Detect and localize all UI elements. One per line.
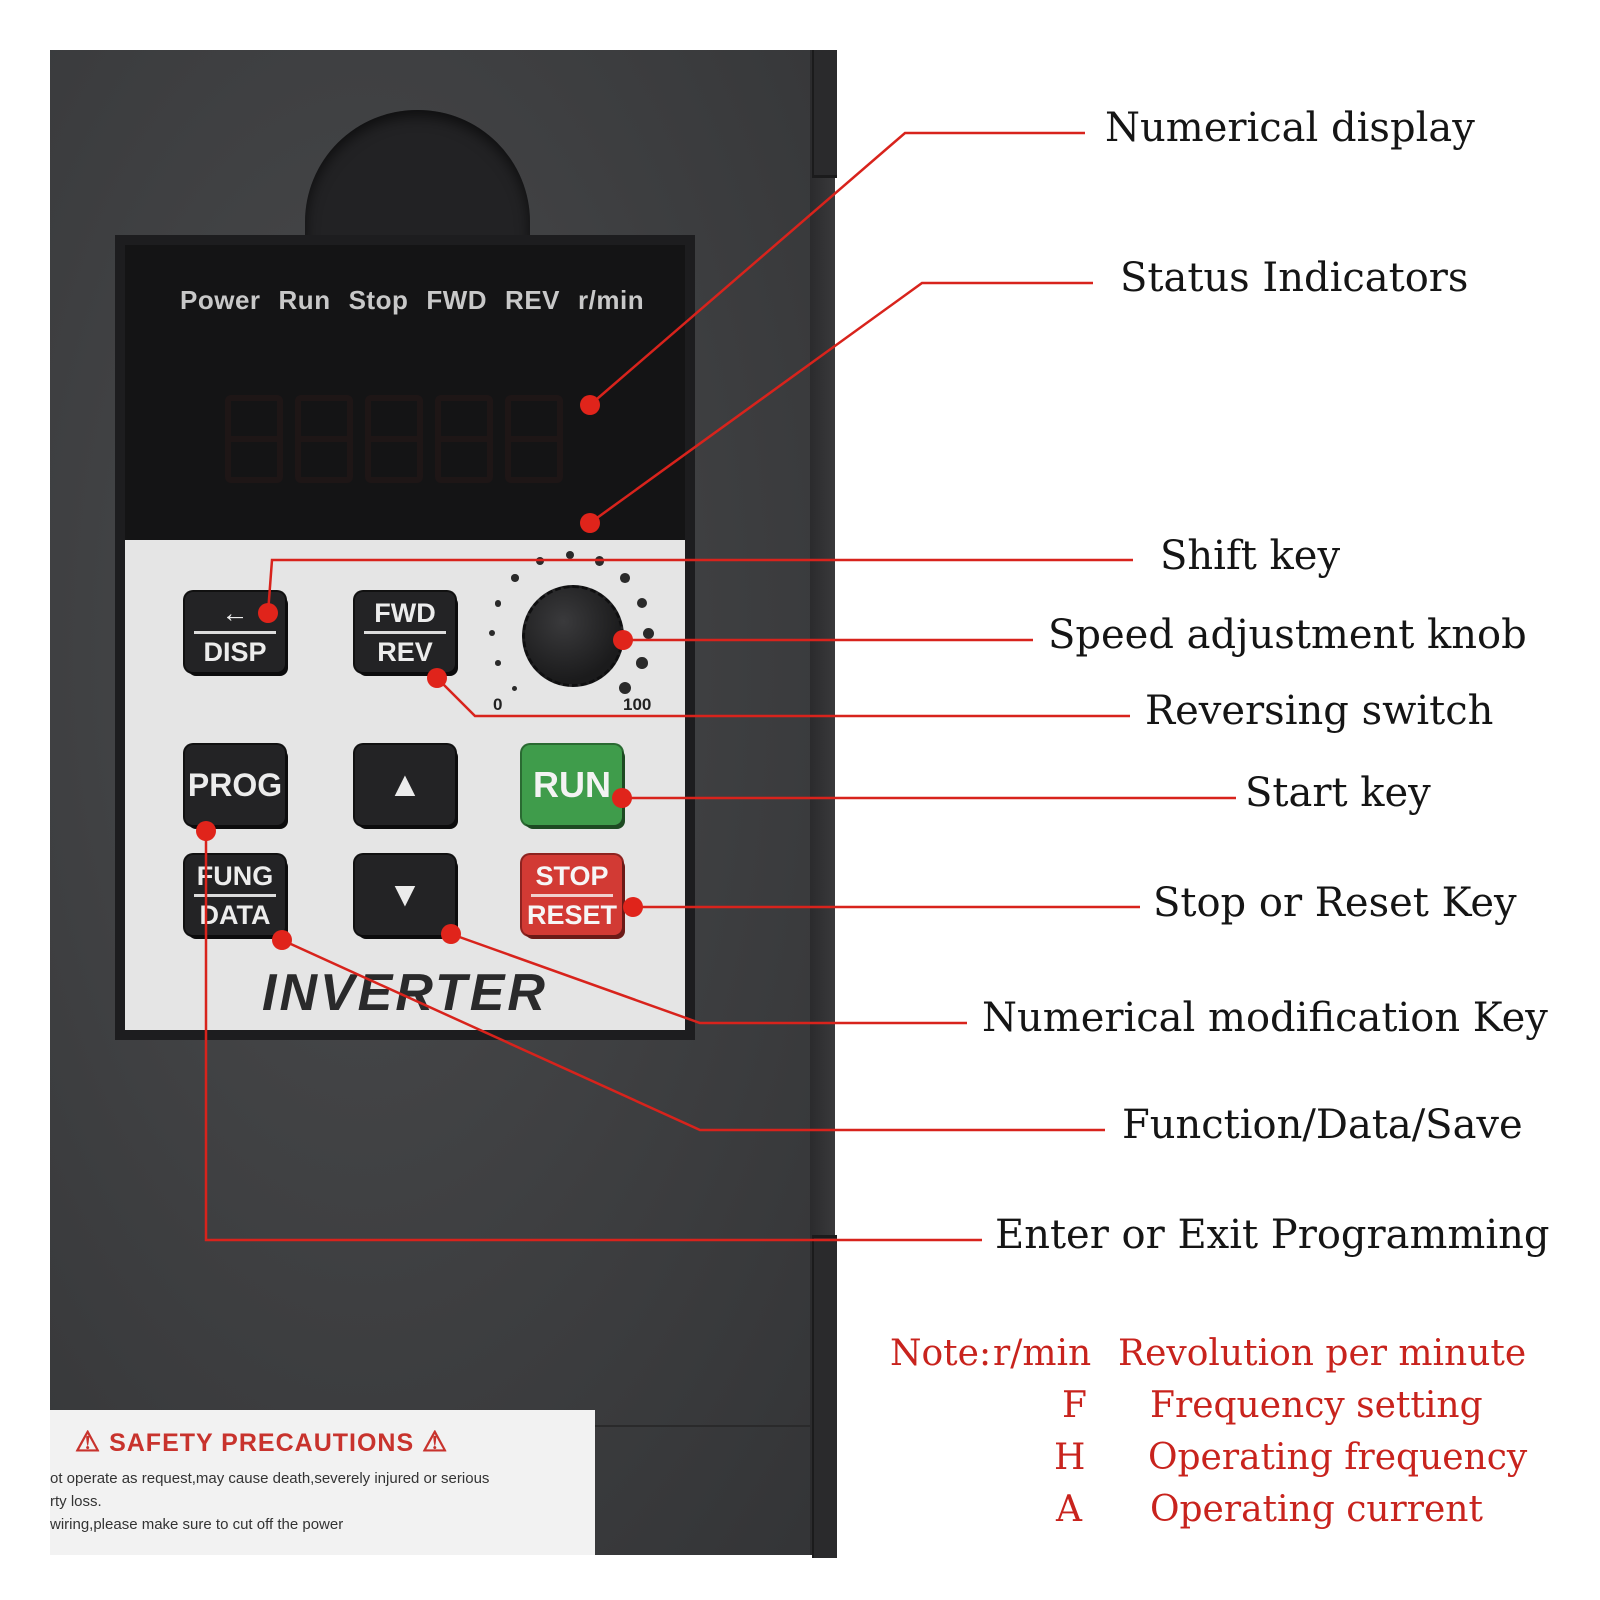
warning-icon: ⚠ [75,1426,102,1457]
label-speed-knob: Speed adjustment knob [1048,612,1527,658]
seven-segment-display [225,395,585,490]
brand-label: INVERTER [262,964,548,1022]
fung-data-key[interactable]: FUNG DATA [185,855,285,935]
rev-key-label: REV [377,636,433,667]
status-rev-label: REV [505,285,561,315]
display-digit [295,395,353,483]
disp-shift-key[interactable]: ← DISP [185,592,285,672]
run-key-label: RUN [533,764,611,805]
knob-scale-dot [511,574,519,582]
label-enter-exit-programming: Enter or Exit Programming [995,1212,1550,1258]
knob-scale-dot [494,599,502,607]
display-digit [225,395,283,483]
safety-text-line: wiring,please make sure to cut off the p… [50,1516,344,1533]
knob-min-label: 0 [493,695,503,714]
display-area: Power Run Stop FWD REV r/min [125,245,685,540]
knob-scale-dot [636,657,648,669]
note-meaning-h: Operating frequency [1148,1437,1528,1478]
label-start-key: Start key [1245,770,1431,816]
status-power-label: Power [180,285,261,315]
housing-top-notch [812,50,837,178]
key-divider [364,630,446,634]
prog-key-label: PROG [187,767,283,803]
knob-max-label: 100 [623,695,652,714]
status-fwd-label: FWD [426,285,488,315]
speed-knob[interactable] [522,585,624,687]
stop-reset-key[interactable]: STOP RESET [522,855,622,935]
label-numerical-modification-key: Numerical modification Key [982,995,1548,1041]
note-symbol-h: H [1054,1437,1086,1478]
label-stop-reset-key: Stop or Reset Key [1153,880,1517,926]
knob-scale-dot [642,627,654,639]
safety-title: ⚠ SAFETY PRECAUTIONS ⚠ [75,1425,448,1458]
fung-key-label: FUNG [196,860,274,891]
down-key[interactable]: ▼ [355,855,455,935]
note-symbol-rmin: r/min [993,1333,1092,1374]
label-function-data-save: Function/Data/Save [1122,1102,1523,1148]
label-numerical-display: Numerical display [1105,105,1475,151]
prog-key[interactable]: PROG [185,745,285,825]
status-run-label: Run [278,285,331,315]
knob-scale-dot [620,572,631,583]
display-digit [365,395,423,483]
safety-text-line: ot operate as request,may cause death,se… [50,1470,490,1487]
stop-key-label: STOP [535,860,609,891]
up-arrow-icon: ▲ [387,765,423,804]
knob-scale-dot [488,629,496,637]
safety-text-line: rty loss. [50,1493,102,1510]
display-digit [505,395,563,483]
safety-title-text: SAFETY PRECAUTIONS [109,1429,415,1457]
note-symbol-a: A [1056,1489,1082,1530]
reset-key-label: RESET [526,899,618,930]
fwd-rev-key[interactable]: FWD REV [355,592,455,672]
knob-scale-dot [565,550,575,560]
knob-scale-dot [495,660,501,666]
note-meaning-a: Operating current [1150,1489,1483,1530]
safety-sticker: ⚠ SAFETY PRECAUTIONS ⚠ ot operate as req… [50,1410,595,1555]
display-digit [435,395,493,483]
label-status-indicators: Status Indicators [1120,255,1469,301]
status-indicator-labels: Power Run Stop FWD REV r/min [180,285,662,316]
shift-arrow-icon: ← [221,597,249,628]
housing-bottom-notch [812,1235,837,1558]
note-prefix: Note: [890,1333,992,1374]
warning-icon: ⚠ [422,1426,449,1457]
note-meaning-f: Frequency setting [1150,1385,1483,1426]
label-shift-key: Shift key [1160,533,1341,579]
key-divider [194,630,276,634]
fwd-key-label: FWD [374,597,436,628]
up-key[interactable]: ▲ [355,745,455,825]
status-rmin-label: r/min [578,285,645,315]
key-divider [194,893,276,897]
knob-scale-dot [595,556,605,566]
key-divider [531,893,613,897]
label-reversing-switch: Reversing switch [1145,688,1494,734]
disp-key-label: DISP [203,636,267,667]
data-key-label: DATA [199,899,271,930]
note-symbol-f: F [1062,1385,1087,1426]
run-key[interactable]: RUN [522,745,622,825]
status-stop-label: Stop [348,285,409,315]
note-meaning-rmin: Revolution per minute [1118,1333,1527,1374]
down-arrow-icon: ▼ [387,875,423,914]
